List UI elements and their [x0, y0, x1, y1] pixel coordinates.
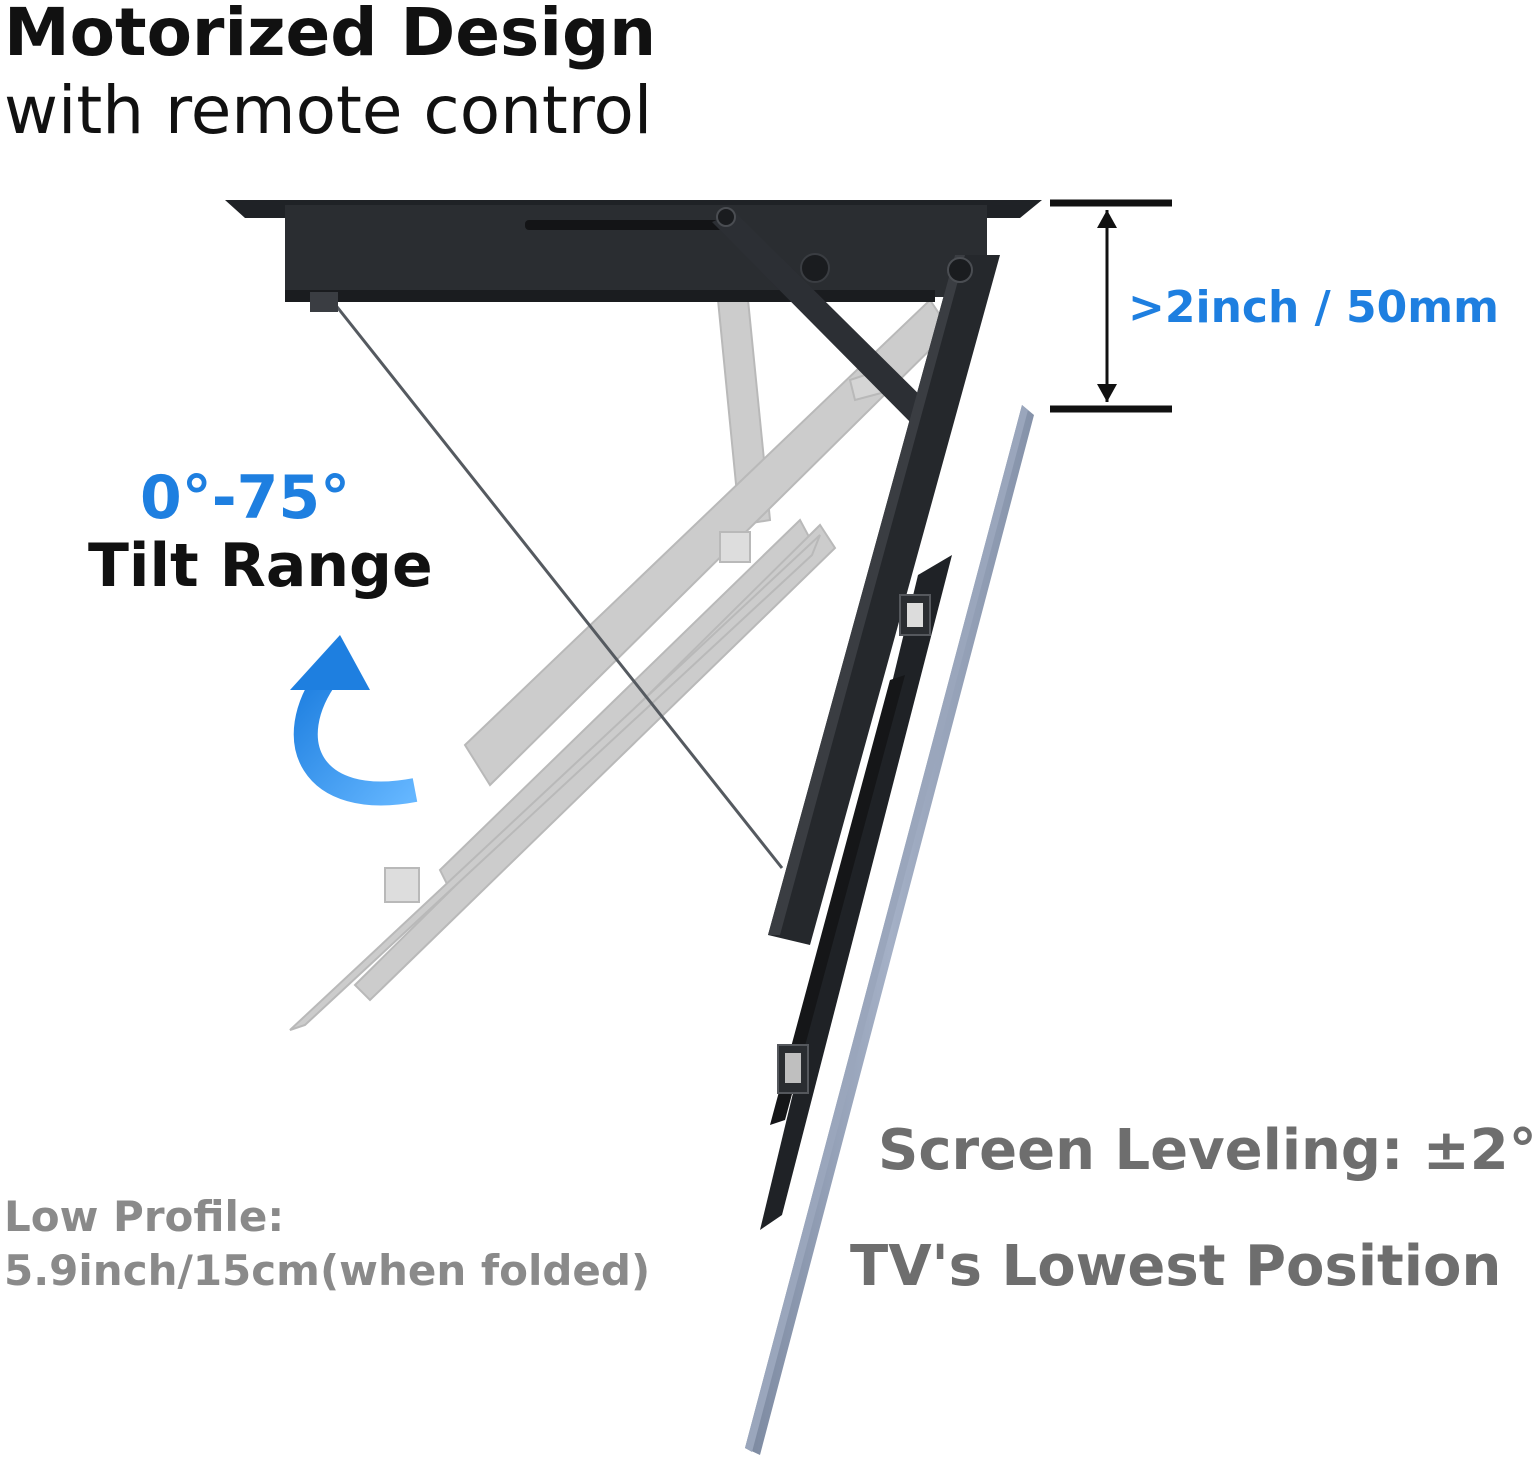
headline-subtitle: with remote control [4, 72, 653, 149]
tilt-degrees: 0°-75° [140, 463, 351, 533]
tilt-arrow-icon [290, 635, 418, 806]
clearance-label: >2inch / 50mm [1128, 282, 1499, 333]
main-bracket [768, 255, 1000, 945]
lowest-position-label: TV's Lowest Position [850, 1234, 1502, 1299]
tv-panel [745, 405, 1034, 1455]
support-cable [328, 297, 784, 869]
tv-rail [760, 555, 952, 1230]
clearance-dimension [1050, 199, 1172, 413]
mount-illustration [225, 199, 1172, 1455]
ghost-tilted-bracket [289, 298, 952, 1031]
headline-title: Motorized Design [4, 0, 657, 71]
low-profile-heading: Low Profile: [4, 1192, 285, 1241]
ceiling-plate [225, 200, 1042, 312]
tilt-range-label: Tilt Range [88, 531, 433, 601]
low-profile-value: 5.9inch/15cm(when folded) [4, 1246, 651, 1295]
screen-leveling-label: Screen Leveling: ±2° [878, 1118, 1537, 1183]
